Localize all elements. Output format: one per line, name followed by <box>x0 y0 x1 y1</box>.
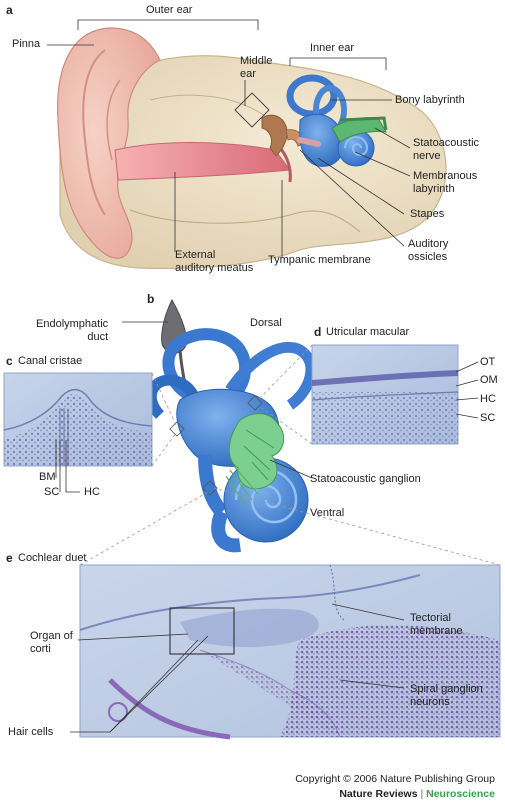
copyright-line: Copyright © 2006 Nature Publishing Group <box>295 773 495 785</box>
statoacoustic-nerve-label: Statoacoustic nerve <box>413 137 480 162</box>
cochlear-duet-title: Cochlear duet <box>18 552 87 564</box>
statoacoustic-ganglion-label: Statoacoustic ganglion <box>310 473 421 485</box>
utricular-macular-title: Utricular macular <box>326 326 410 338</box>
panel-d-letter: d <box>314 325 322 339</box>
hc-label: HC <box>84 486 100 498</box>
panel-c-leader-lines <box>55 440 80 493</box>
panel-c-letter: c <box>6 354 13 368</box>
middle-ear-label: Middle ear <box>240 55 273 80</box>
utricular-macular-micrograph <box>311 344 459 445</box>
endolymphatic-duct-label: Endolymphatic duct <box>36 318 109 343</box>
panel-a-letter: a <box>6 3 13 17</box>
panel-b-leader-lines <box>122 321 313 496</box>
panel-e-leader-lines <box>70 603 405 733</box>
inner-ear-label: Inner ear <box>310 42 355 54</box>
tectorial-membrane-label: Tectorial membrane <box>410 612 463 637</box>
ventral-label: Ventral <box>310 507 345 519</box>
sc-label-d: SC <box>480 412 496 424</box>
panel-d-leader-lines <box>455 361 479 419</box>
om-label: OM <box>480 374 498 386</box>
spiral-ganglion-neurons-label: Spiral ganglion neurons <box>410 683 483 708</box>
journal-separator: | <box>420 788 424 800</box>
organ-of-corti-label: Organ of corti <box>30 630 73 655</box>
hair-cells-label: Hair cells <box>8 726 54 738</box>
external-auditory-meatus-label: External auditory meatus <box>175 249 254 274</box>
sc-label: SC <box>44 486 60 498</box>
auditory-ossicles-label: Auditory ossicles <box>408 238 449 263</box>
panel-a-leader-lines <box>47 19 411 258</box>
bony-labyrinth-label: Bony labyrinth <box>395 94 465 106</box>
outer-ear-label: Outer ear <box>146 4 193 16</box>
membranous-labyrinth-label: Membranous labyrinth <box>413 170 478 195</box>
dorsal-label: Dorsal <box>250 317 282 329</box>
ear-anatomy-illustration <box>57 27 447 270</box>
panel-b-letter: b <box>147 292 155 306</box>
journal-section: Neuroscience <box>426 788 495 800</box>
journal-line: Nature Reviews | Neuroscience <box>339 788 495 800</box>
panel-e-letter: e <box>6 551 13 565</box>
cochlear-duct-micrograph <box>79 564 501 740</box>
zoom-connectors <box>79 344 501 566</box>
canal-cristae-title: Canal cristae <box>18 355 83 367</box>
tympanic-membrane-label: Tympanic membrane <box>268 254 371 266</box>
hc-label-d: HC <box>480 393 496 405</box>
canal-cristae-micrograph <box>3 372 153 467</box>
pinna-label: Pinna <box>12 38 41 50</box>
bm-label: BM <box>39 471 56 483</box>
ot-label: OT <box>480 356 496 368</box>
inner-ear-illustration <box>145 298 317 553</box>
stapes-label: Stapes <box>410 208 445 220</box>
journal-name: Nature Reviews <box>339 788 418 800</box>
